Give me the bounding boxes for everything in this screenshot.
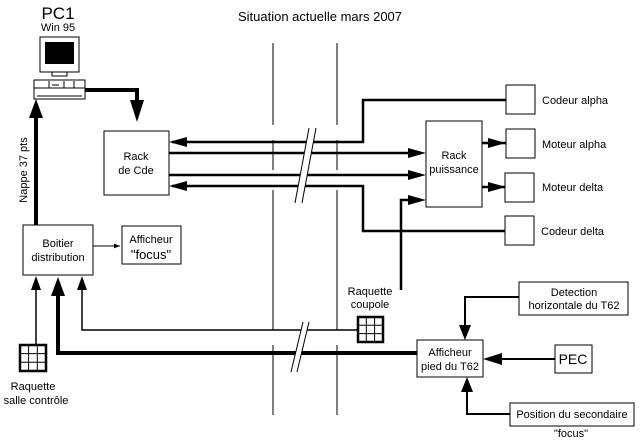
wall-lines	[272, 43, 338, 415]
afficheur-focus-box	[121, 225, 182, 265]
arrow-raquette-coupole	[77, 276, 87, 290]
arrow-bus-to-boitier	[51, 277, 65, 296]
raquette-salle-label-1: Raquette	[11, 381, 56, 393]
thin-connections	[35, 285, 357, 345]
raquette-coupole-label-2: coupole	[351, 299, 390, 311]
pec-label: PEC	[559, 351, 588, 367]
arrow-pc-to-rack	[130, 100, 144, 122]
codeur-alpha-label: Codeur alpha	[542, 95, 609, 107]
codeur-delta-label: Codeur delta	[541, 226, 605, 238]
pc-icon	[33, 36, 86, 100]
afficheur-pied-label-1: Afficheur	[428, 347, 472, 359]
rack-puissance-label-2: puissance	[429, 164, 479, 176]
boitier-label-1: Boitier	[42, 238, 74, 250]
raquette-coupole-icon	[356, 315, 385, 344]
pc-os: Win 95	[41, 22, 75, 34]
moteur-delta-box	[504, 172, 535, 203]
rack-puissance-box	[425, 120, 483, 208]
break-symbol-upper	[294, 127, 317, 204]
afficheur-pied-inputs	[464, 296, 555, 415]
arrow-nappe-to-pc	[29, 99, 43, 118]
thick-connections	[34, 88, 418, 355]
boitier-label-2: distribution	[31, 252, 84, 264]
arrow-detection-to-afficheur	[459, 325, 471, 340]
arrow-pec-to-afficheur	[483, 353, 502, 365]
boitier-box	[22, 224, 94, 276]
arrow-to-moteur-alpha	[488, 138, 506, 148]
rack-cde-label-1: Rack	[123, 151, 149, 163]
raquette-coupole-label-1: Raquette	[348, 286, 393, 298]
arrow-into-rack-cde-2	[169, 181, 187, 191]
focus-note: "focus"	[554, 428, 588, 440]
detection-label-2: horizontale du T62	[529, 300, 620, 312]
raquette-salle-label-2: salle contrôle	[4, 395, 69, 407]
raquette-salle-icon	[18, 343, 48, 373]
detection-label-1: Detection	[551, 287, 597, 299]
moteur-alpha-box	[505, 128, 536, 159]
arrow-raquette-salle	[31, 276, 41, 290]
position-label: Position du secondaire	[516, 409, 627, 421]
afficheur-pied-label-2: pied du T62	[421, 361, 479, 373]
arrow-to-moteur-delta	[488, 182, 506, 192]
codeur-delta-box	[504, 215, 535, 246]
detection-box	[518, 281, 629, 316]
rack-cde-label-2: de Cde	[118, 165, 153, 177]
arrow-position-to-afficheur	[461, 377, 473, 392]
rack-cde-box	[103, 130, 170, 196]
afficheur-focus-label-1: Afficheur	[129, 234, 173, 246]
afficheur-pied-box	[416, 339, 484, 378]
pc-name: PC1	[41, 4, 74, 23]
nappe-label: Nappe 37 pts	[18, 137, 30, 203]
rack-links	[169, 98, 506, 290]
arrow-into-rack-cde-1	[169, 137, 187, 147]
moteur-alpha-label: Moteur alpha	[542, 139, 607, 151]
afficheur-focus-label-2: "focus"	[131, 247, 172, 262]
arrow-into-rack-puissance-1	[408, 148, 426, 158]
codeur-alpha-box	[505, 84, 536, 115]
rack-puissance-label-1: Rack	[441, 150, 467, 162]
arrow-into-rack-puissance-2	[408, 170, 426, 180]
arrow-into-rack-puissance-3	[408, 195, 426, 205]
diagram-title: Situation actuelle mars 2007	[238, 9, 402, 24]
moteur-delta-label: Moteur delta	[542, 182, 604, 194]
break-symbol-lower	[290, 321, 310, 373]
